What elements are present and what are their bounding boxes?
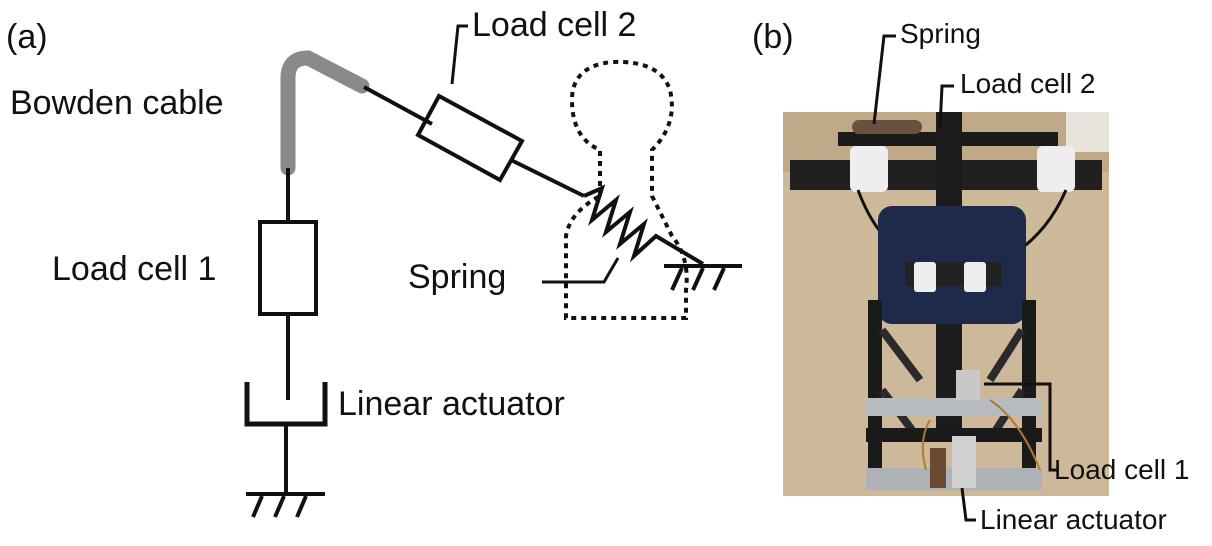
silver-rail bbox=[866, 398, 1042, 416]
leader-b-load-cell-2 bbox=[938, 84, 954, 129]
photo-actuator-motor bbox=[930, 448, 946, 488]
schematic-a bbox=[244, 24, 742, 518]
leader-b-linear-actuator bbox=[960, 487, 976, 522]
lower-clamp-right bbox=[964, 262, 986, 292]
ground-right-hatch-2 bbox=[691, 267, 705, 291]
black-rail-bottom bbox=[866, 428, 1042, 442]
photo-wall-right bbox=[1066, 112, 1109, 152]
ground-bottom-hatch-1 bbox=[251, 495, 264, 518]
panel-b-label: (b) bbox=[752, 18, 794, 56]
clamp-left bbox=[850, 146, 888, 192]
human-outline-dotted bbox=[564, 59, 689, 320]
frame-leg-left bbox=[868, 300, 882, 490]
leader-b-spring bbox=[872, 34, 896, 125]
photo-linear-actuator bbox=[952, 436, 976, 488]
spring-zigzag bbox=[583, 184, 668, 263]
load-cell-1-label-b: Load cell 1 bbox=[1054, 454, 1190, 485]
spring-label-a: Spring bbox=[408, 258, 507, 296]
lower-clamp-left bbox=[914, 262, 936, 292]
spring-to-ground bbox=[664, 240, 705, 266]
photo-b bbox=[783, 112, 1109, 496]
ground-right-hatch-3 bbox=[712, 267, 726, 291]
spring-label-b: Spring bbox=[900, 18, 981, 49]
photo-load-cell-1 bbox=[956, 370, 980, 400]
linear-actuator-label-a: Linear actuator bbox=[338, 385, 565, 423]
leader-spring bbox=[542, 257, 620, 284]
load-cell-2-label-a: Load cell 2 bbox=[472, 6, 637, 44]
load-cell-2-block bbox=[415, 93, 525, 183]
ground-bottom-hatch-3 bbox=[295, 495, 308, 518]
loadcell2-to-spring bbox=[510, 158, 585, 198]
frame-leg-right bbox=[1022, 300, 1036, 490]
load-cell-2-label-b: Load cell 2 bbox=[960, 68, 1096, 99]
load-cell-1-block bbox=[258, 220, 318, 316]
bowden-cable-label: Bowden cable bbox=[10, 84, 224, 122]
ground-bottom-hatch-2 bbox=[273, 495, 286, 518]
photo-wires bbox=[921, 399, 1041, 471]
load-cell-1-label-a: Load cell 1 bbox=[52, 250, 217, 288]
cable-to-loadcell2 bbox=[363, 85, 433, 126]
leader-b-load-cell-1 bbox=[984, 382, 1058, 472]
linear-actuator-label-b: Linear actuator bbox=[980, 504, 1167, 535]
frame-diagonal-braces bbox=[878, 327, 1026, 433]
bowden-cable-sheath bbox=[280, 50, 370, 176]
leader-load-cell-2 bbox=[450, 24, 468, 85]
photo-spring bbox=[852, 120, 922, 134]
clamp-right bbox=[1037, 146, 1075, 192]
ground-right-hatch-1 bbox=[670, 267, 684, 291]
leaders-b bbox=[872, 34, 1058, 522]
panel-a-label: (a) bbox=[6, 18, 48, 56]
